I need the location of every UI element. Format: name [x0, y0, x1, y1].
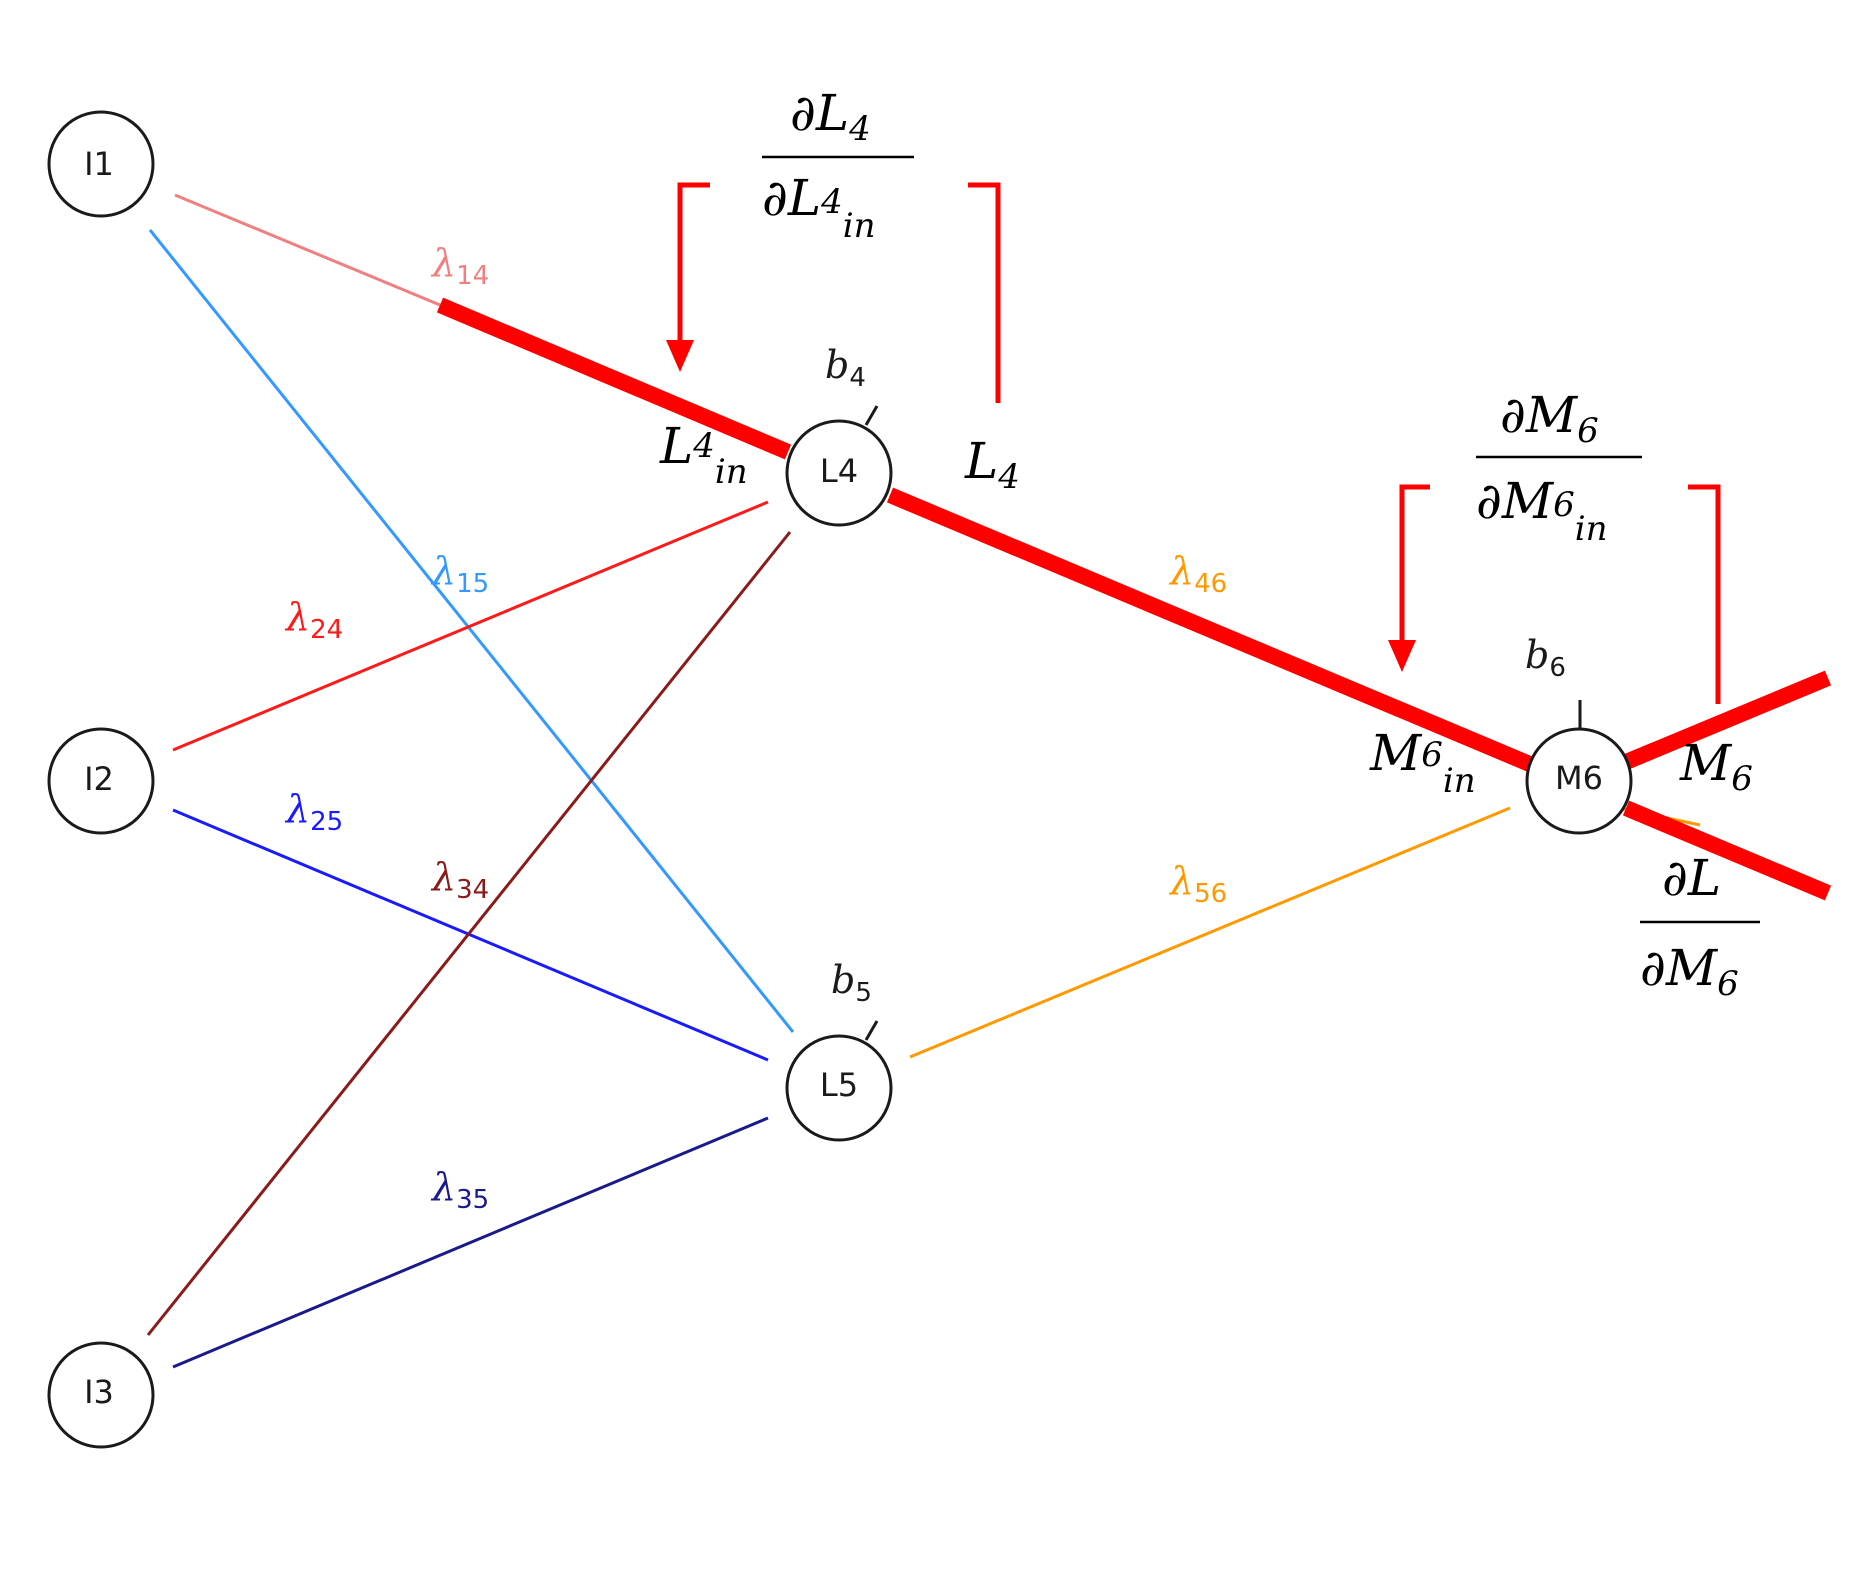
- edge-I3-L5: [172, 1116, 769, 1369]
- fraction-dM6-dM6in: ∂M6 ∂M6in: [1476, 386, 1642, 549]
- node-I3: I3: [47, 1341, 155, 1449]
- label-M6: M6: [1679, 734, 1753, 799]
- node-L5: L5: [785, 1034, 893, 1142]
- weight-label-46: λ46: [1168, 549, 1227, 599]
- label-L4: L4: [964, 432, 1020, 497]
- fraction-dM6-denominator: ∂M6in: [1476, 472, 1607, 549]
- bias-label-b5: b5: [831, 958, 872, 1008]
- fraction-dL-numerator: ∂L: [1662, 849, 1721, 907]
- node-I1-label: I1: [84, 145, 114, 183]
- edge-L5-M6: [909, 806, 1511, 1059]
- node-L4-label: L4: [820, 452, 858, 490]
- edge-I1-L5: [148, 229, 795, 1033]
- node-M6: M6: [1525, 727, 1633, 835]
- label-L4-in: L4in: [659, 417, 748, 492]
- fraction-dL4-dL4in: ∂L4 ∂L4in: [762, 84, 914, 246]
- bracket-L4: [666, 182, 1001, 403]
- fraction-dL4-numerator: ∂L4: [790, 84, 871, 149]
- highlight-output-line-1: [1622, 670, 1832, 770]
- edge-I2-L5: [172, 808, 769, 1062]
- node-I2-label: I2: [84, 760, 114, 798]
- edge-I2-L4: [172, 500, 769, 752]
- weight-label-14: λ14: [430, 241, 489, 291]
- fraction-dL-dM6: ∂L ∂M6: [1640, 849, 1760, 1004]
- bias-label-b6: b6: [1525, 633, 1566, 683]
- node-M6-label: M6: [1555, 759, 1603, 797]
- label-M6-in: M6in: [1369, 724, 1476, 801]
- bias-label-b4: b4: [825, 343, 866, 393]
- weight-label-35: λ35: [430, 1165, 489, 1215]
- fraction-dM6-numerator: ∂M6: [1500, 386, 1599, 451]
- node-I3-label: I3: [84, 1373, 114, 1411]
- node-I2: I2: [47, 727, 155, 835]
- weight-label-25: λ25: [284, 787, 343, 837]
- weight-label-24: λ24: [284, 595, 343, 645]
- highlight-edge-L4-M6: [886, 487, 1536, 773]
- bias-tick-L4: [864, 405, 879, 426]
- highlight-output-line-2: [1622, 800, 1832, 901]
- node-L4: L4: [785, 419, 893, 527]
- node-L5-label: L5: [820, 1066, 858, 1104]
- bracket-M6: [1388, 484, 1721, 704]
- weight-label-34: λ34: [430, 855, 489, 905]
- fraction-dL4-denominator: ∂L4in: [762, 169, 875, 246]
- weight-label-56: λ56: [1168, 859, 1227, 909]
- edge-I1-L4-thin: [174, 193, 441, 307]
- node-I1: I1: [47, 110, 155, 218]
- bias-tick-L5: [864, 1020, 879, 1041]
- weight-label-15: λ15: [430, 549, 489, 599]
- fraction-dL-denominator: ∂M6: [1640, 939, 1739, 1004]
- highlight-edge-I1-L4: [436, 297, 792, 460]
- edge-I3-L4: [146, 531, 792, 1336]
